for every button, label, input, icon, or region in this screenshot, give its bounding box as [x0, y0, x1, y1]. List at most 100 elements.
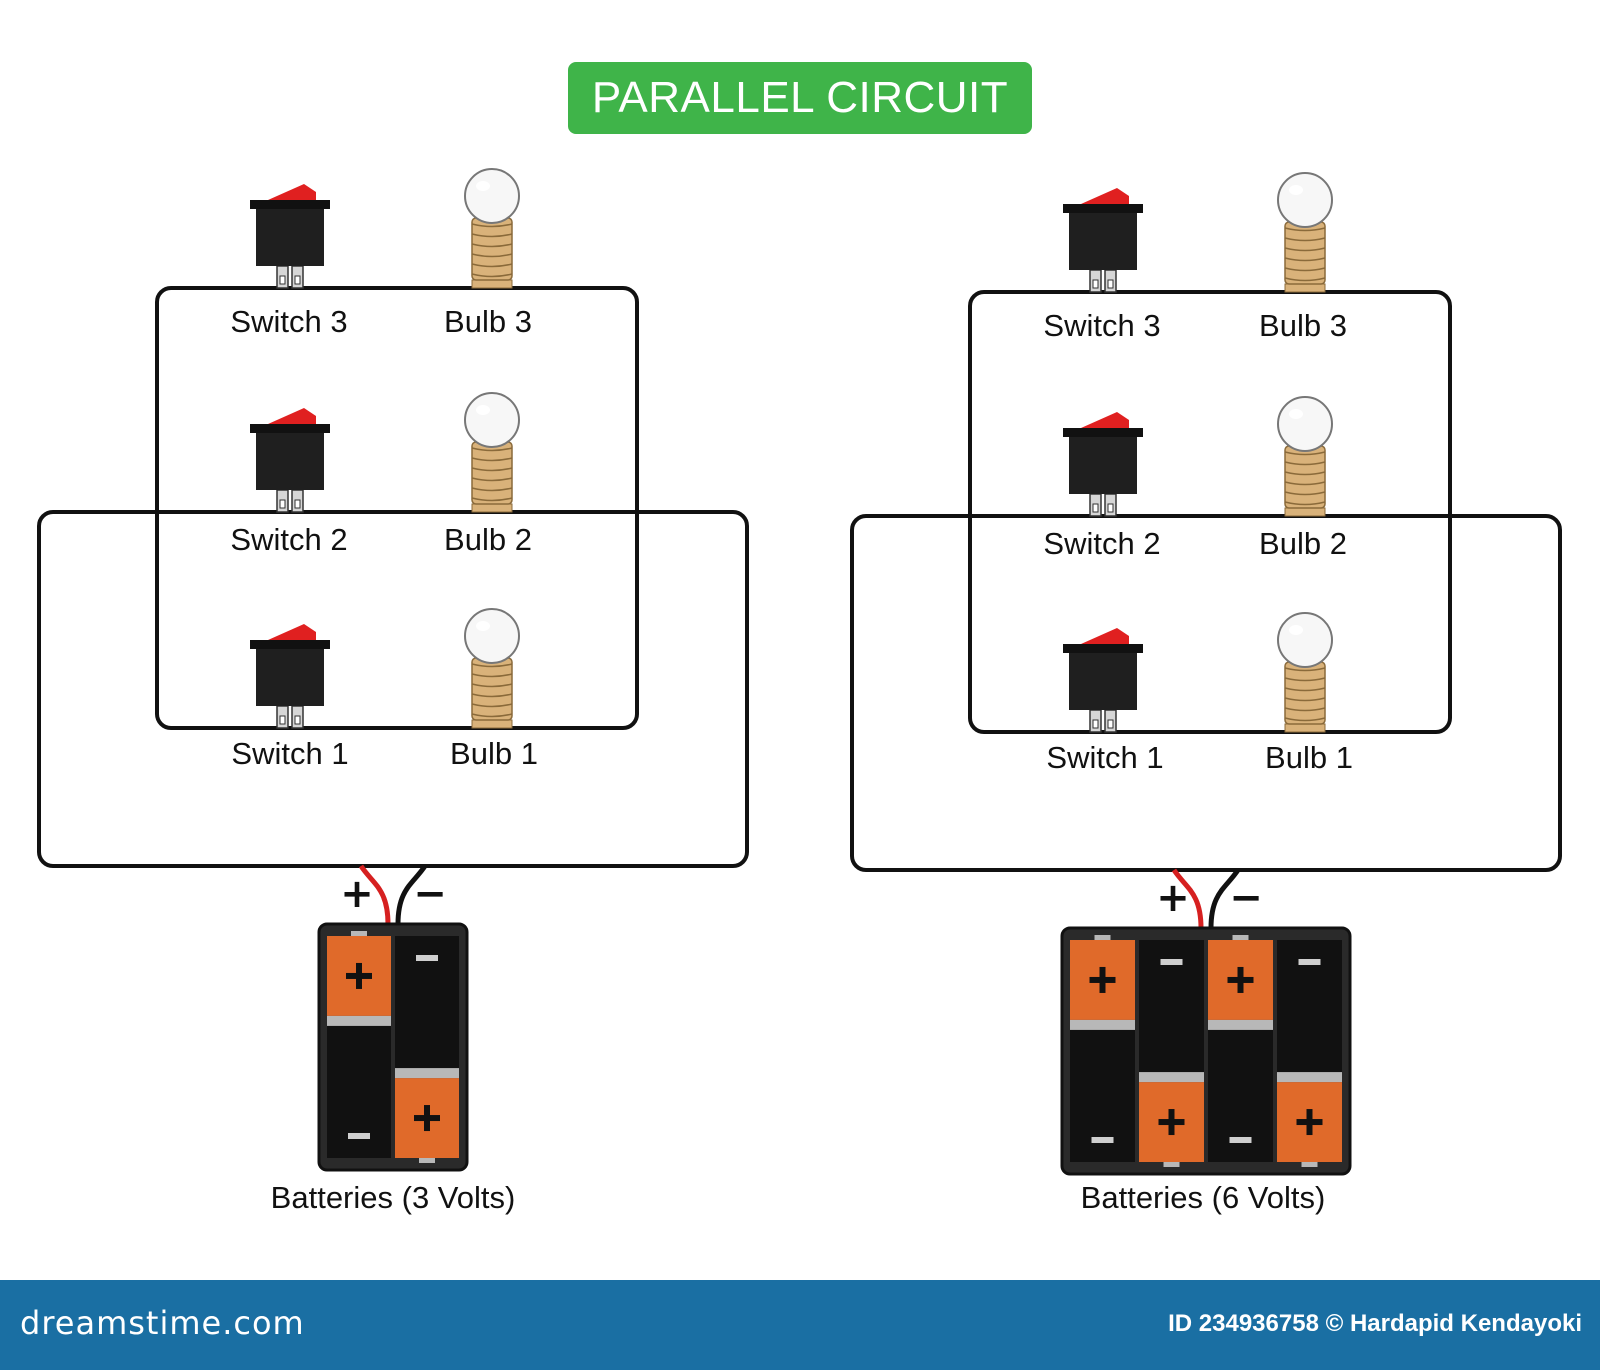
left-switch-3-terminal-hole-right — [294, 275, 301, 285]
left-bulb-3-glass-highlight — [476, 181, 490, 191]
right-bulb-3-thread-3 — [1284, 247, 1326, 252]
left-bulb-1-thread-2 — [471, 673, 513, 678]
left-switch-1-rocker — [268, 624, 316, 640]
right-bulb-3 — [1277, 172, 1333, 293]
right-switch-3-body — [1069, 210, 1137, 270]
left-battery-pack-cell-1-minus — [348, 1133, 370, 1139]
right-switch-1-rocker — [1081, 628, 1129, 644]
right-bulb-2-thread-5 — [1284, 491, 1326, 496]
left-bulb-1-thread-6 — [471, 713, 513, 718]
right-bulb-3-glass — [1277, 172, 1333, 228]
left-switch-2-terminal-hole-right — [294, 499, 301, 509]
right-switch-2-flange — [1063, 428, 1143, 437]
left-battery-pack-cell-2-nub — [419, 1158, 435, 1163]
right-bulb-1-thread-2 — [1284, 677, 1326, 682]
left-bulb-3-contact — [471, 279, 513, 289]
left-switch-2 — [250, 408, 330, 513]
left-bulb-2 — [464, 392, 520, 513]
left-bulb-1-thread-5 — [471, 703, 513, 708]
right-bulb-2-thread-3 — [1284, 471, 1326, 476]
right-bulb-2-label: Bulb 2 — [1259, 526, 1347, 561]
right-minus-sign: − — [1229, 875, 1263, 921]
right-battery-pack-cell-3-band — [1208, 1019, 1273, 1030]
left-bulb-1-thread-3 — [471, 683, 513, 688]
right-battery-pack-cell-3 — [1208, 935, 1273, 1162]
right-bulb-2-thread-4 — [1284, 481, 1326, 486]
right-battery-pack-cell-1 — [1070, 935, 1135, 1162]
right-outer-wire-loop — [850, 514, 1562, 872]
left-bulb-2-thread-6 — [471, 497, 513, 502]
footer-bar: dreamstime.com ID 234936758 © Hardapid K… — [0, 1280, 1600, 1370]
right-battery-pack-cell-3-nub — [1232, 935, 1249, 940]
right-bulb-3-thread-5 — [1284, 267, 1326, 272]
right-bulb-3-label: Bulb 3 — [1259, 308, 1347, 343]
left-switch-1-terminal-hole-left — [279, 715, 286, 725]
right-inner-wire-loop — [968, 290, 1452, 734]
right-bulb-2 — [1277, 396, 1333, 517]
left-outer-wire-loop — [37, 510, 749, 868]
left-switch-2-flange — [250, 424, 330, 433]
footer-brand[interactable]: dreamstime.com — [20, 1304, 305, 1342]
right-switch-2 — [1063, 412, 1143, 517]
right-bulb-1-base — [1284, 661, 1326, 725]
left-bulb-1-thread-1 — [471, 663, 513, 668]
left-switch-3 — [250, 184, 330, 289]
right-switch-1-flange — [1063, 644, 1143, 653]
right-switch-3-flange — [1063, 204, 1143, 213]
left-switch-2-terminal-hole-left — [279, 499, 286, 509]
left-bulb-2-glass — [464, 392, 520, 448]
left-bulb-3-thread-1 — [471, 223, 513, 228]
left-switch-1-flange — [250, 640, 330, 649]
left-battery-label: Batteries (3 Volts) — [270, 1180, 516, 1215]
right-battery-red-lead — [1171, 868, 1204, 929]
right-bulb-3-thread-6 — [1284, 277, 1326, 282]
left-bulb-1-base — [471, 657, 513, 721]
left-battery-pack-cell-2-plus-v — [424, 1105, 430, 1132]
right-switch-3-terminal-hole-right — [1107, 279, 1114, 289]
right-switch-3-terminal-hole-left — [1092, 279, 1099, 289]
left-switch-3-body — [256, 206, 324, 266]
right-battery-pack-cell-2-plus-v — [1168, 1109, 1175, 1136]
right-plus-sign: + — [1156, 875, 1190, 921]
left-switch-3-terminal-hole-left — [279, 275, 286, 285]
left-battery-pack-cell-2-minus — [416, 955, 438, 961]
right-switch-2-rocker — [1081, 412, 1129, 428]
left-bulb-1-glass — [464, 608, 520, 664]
right-bulb-3-base — [1284, 221, 1326, 285]
right-switch-3 — [1063, 188, 1143, 293]
left-battery-black-lead — [395, 864, 428, 925]
title-badge: PARALLEL CIRCUIT — [568, 62, 1032, 134]
left-bulb-3-base — [471, 217, 513, 281]
right-battery-pack-cell-2-nub — [1163, 1162, 1180, 1167]
right-battery-pack-cell-4-minus — [1298, 959, 1321, 965]
right-switch-1-body — [1069, 650, 1137, 710]
right-bulb-1-thread-4 — [1284, 697, 1326, 702]
right-bulb-2-contact — [1284, 507, 1326, 517]
left-switch-1-label: Switch 1 — [231, 736, 349, 771]
left-battery-red-lead — [358, 864, 391, 925]
left-switch-3-flange — [250, 200, 330, 209]
right-battery-pack-cell-2 — [1139, 940, 1204, 1167]
left-switch-1-body — [256, 646, 324, 706]
right-switch-1 — [1063, 628, 1143, 733]
left-bulb-2-contact — [471, 503, 513, 513]
right-bulb-1 — [1277, 612, 1333, 733]
footer-credit: ID 234936758 © Hardapid Kendayoki — [1168, 1310, 1582, 1337]
right-switch-1-label: Switch 1 — [1046, 740, 1164, 775]
right-bulb-1-thread-1 — [1284, 667, 1326, 672]
right-battery-pack-cell-1-plus-v — [1099, 966, 1106, 993]
right-battery-pack-cell-4-nub — [1301, 1162, 1318, 1167]
left-bulb-1-contact — [471, 719, 513, 729]
left-battery-pack-cell-1 — [327, 931, 391, 1158]
left-switch-3-rocker — [268, 184, 316, 200]
left-bulb-2-thread-4 — [471, 477, 513, 482]
right-battery-label: Batteries (6 Volts) — [1080, 1180, 1326, 1215]
right-switch-3-label: Switch 3 — [1043, 308, 1161, 343]
left-battery-pack-cell-1-nub — [351, 931, 367, 936]
right-bulb-3-thread-2 — [1284, 237, 1326, 242]
left-switch-2-label: Switch 2 — [230, 522, 348, 557]
right-bulb-1-thread-6 — [1284, 717, 1326, 722]
right-bulb-1-thread-5 — [1284, 707, 1326, 712]
left-bulb-3-thread-4 — [471, 253, 513, 258]
left-bulb-3-label: Bulb 3 — [444, 304, 532, 339]
